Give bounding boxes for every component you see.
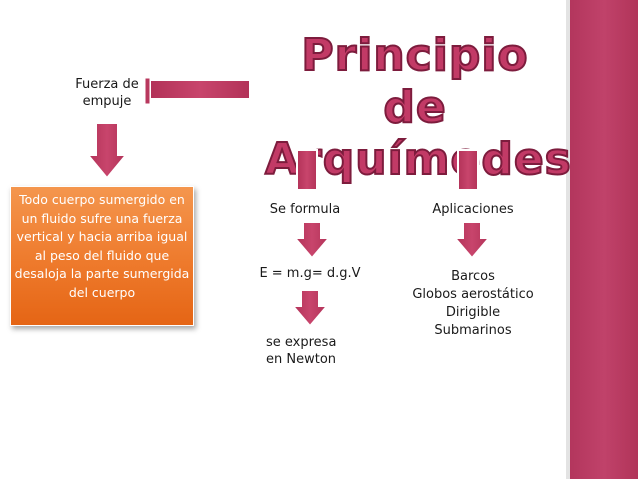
decorative-sidebar (570, 0, 638, 479)
application-item: Dirigible (445, 305, 501, 320)
arrow-down-aplicaciones (452, 221, 492, 260)
application-item: Submarinos (434, 323, 512, 338)
title-line-1: Principio de (300, 29, 529, 134)
arrow-down-fuerza (85, 122, 129, 180)
arrow-down-formula (290, 289, 330, 328)
arrow-down-se-formula (292, 221, 332, 260)
node-se-expresa: se expresa en Newton (266, 335, 337, 367)
definition-text: Todo cuerpo sumergido en un fluido sufre… (14, 192, 190, 300)
bar-to-se-formula (296, 149, 318, 191)
node-formula: E = m.g= d.g.V (259, 266, 361, 281)
application-item: Barcos (451, 269, 495, 284)
node-aplicaciones: Aplicaciones (432, 202, 514, 217)
node-se-formula: Se formula (269, 202, 341, 217)
connector-bar-title-to-fuerza (144, 77, 251, 105)
bar-to-aplicaciones (457, 149, 479, 191)
application-item: Globos aerostático (412, 287, 534, 302)
node-fuerza-de-empuje: Fuerza de empuje (75, 77, 139, 109)
applications-list: Barcos Globos aerostático Dirigible Subm… (398, 268, 548, 340)
sidebar-edge (566, 0, 570, 479)
definition-box (10, 186, 194, 326)
